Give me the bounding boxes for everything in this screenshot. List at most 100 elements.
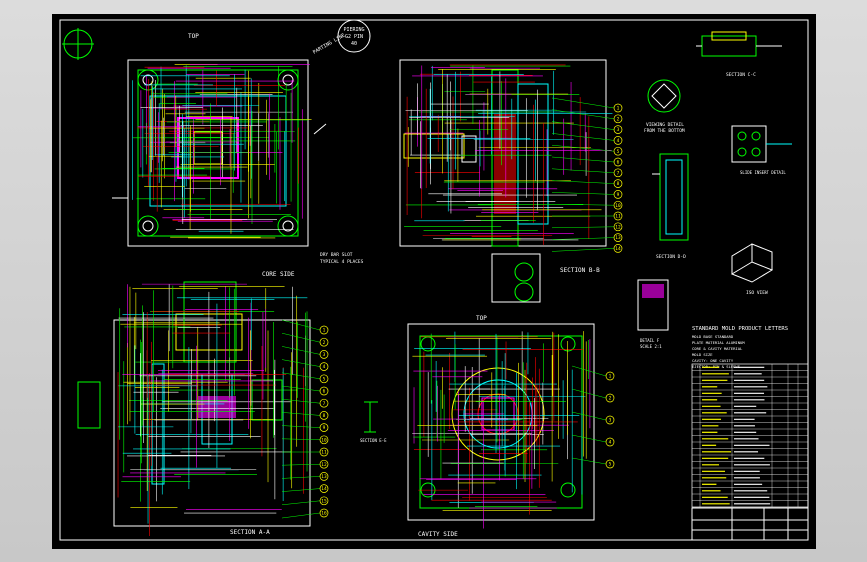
balloon-label: 10 — [321, 437, 327, 443]
balloon — [319, 472, 329, 481]
section-cc-label: SECTION C-C — [726, 72, 756, 78]
balloon-label: 1 — [609, 374, 612, 380]
balloon-label: 1 — [617, 106, 620, 112]
balloon — [319, 350, 329, 359]
bill-of-materials-table — [691, 363, 809, 508]
sheet-border — [59, 19, 809, 541]
balloon — [605, 459, 615, 469]
balloon — [605, 415, 615, 425]
balloon-label: 7 — [617, 170, 620, 176]
viewing-detail — [647, 79, 681, 113]
section-bb-label: SECTION B-B — [560, 267, 600, 274]
balloon-label: 16 — [321, 511, 327, 517]
balloon-label: 5 — [617, 149, 620, 155]
balloon-label: 8 — [617, 181, 620, 187]
parting-line-callout: PARTING LINE — [312, 32, 346, 55]
balloon-label: 1 — [323, 328, 326, 334]
balloon-label: 6 — [617, 160, 620, 166]
balloon-label: 8 — [323, 413, 326, 419]
balloon-label: 5 — [323, 376, 326, 382]
balloon — [613, 179, 623, 188]
balloon — [613, 157, 623, 167]
balloon-label: 9 — [323, 425, 326, 431]
svg-text:G2 PIN: G2 PIN — [345, 34, 363, 40]
detail-f-label-1: DETAIL F — [640, 338, 660, 343]
cavity-side-view — [364, 323, 595, 529]
balloon-label: 4 — [323, 364, 326, 370]
iso-view — [730, 243, 774, 283]
slide-insert-label: SLIDE INSERT DETAIL — [740, 170, 786, 175]
balloon — [319, 423, 329, 432]
balloon — [319, 435, 329, 445]
viewing-detail-label-2: FROM THE BOTTOM — [644, 128, 685, 134]
balloon-label: 13 — [615, 235, 621, 241]
balloon — [613, 103, 623, 113]
balloon-label: 9 — [617, 192, 620, 198]
balloon-label: 3 — [609, 418, 612, 424]
balloon — [605, 393, 615, 403]
balloon-label: 15 — [321, 498, 327, 504]
section-aa-label: SECTION A-A — [230, 529, 270, 536]
balloon-label: 4 — [617, 138, 620, 144]
section-ee-label: SECTION E-E — [360, 438, 387, 443]
cavity-top-label: TOP — [476, 315, 487, 322]
note-line: CORE & CAVITY MATERIAL — [692, 346, 743, 351]
balloon — [319, 362, 329, 371]
title-block — [691, 507, 809, 541]
svg-text:40: 40 — [351, 41, 357, 47]
balloon — [605, 371, 615, 381]
balloon — [319, 337, 329, 347]
balloon-label: 2 — [323, 340, 326, 346]
balloon-label: 6 — [323, 389, 326, 395]
balloon — [613, 114, 623, 124]
balloon-label: 3 — [617, 127, 620, 133]
section-aa-view — [77, 281, 311, 537]
balloon — [613, 136, 623, 145]
balloon-label: 13 — [321, 474, 327, 480]
note-line: CAVITY: ONE CAVITY — [692, 358, 734, 363]
balloon-label: 5 — [609, 462, 612, 468]
drawing-sheet: PIERING G2 PIN 40 PARTING LINE — [59, 19, 809, 541]
iso-view-label: ISO VIEW — [746, 290, 768, 296]
balloon-label: 14 — [615, 246, 621, 252]
balloon-label: 2 — [617, 116, 620, 122]
balloon-label: 11 — [615, 214, 621, 220]
dry-slot-note-1: DRY BAR SLOT — [320, 252, 353, 258]
core-top-label: TOP — [188, 33, 199, 40]
balloon — [319, 447, 329, 457]
section-dd-label: SECTION D-D — [656, 254, 686, 260]
balloon — [319, 398, 329, 408]
balloon — [613, 146, 623, 156]
balloon — [319, 459, 329, 469]
balloon — [319, 386, 329, 396]
balloon-label: 2 — [609, 396, 612, 402]
balloon-label: 11 — [321, 450, 327, 456]
notes-title: STANDARD MOLD PRODUCT LETTERS — [692, 326, 788, 332]
balloon — [613, 190, 623, 199]
balloon — [613, 125, 623, 134]
core-side-label: CORE SIDE — [262, 271, 295, 278]
section-cc-detail — [696, 31, 782, 57]
drawing-viewport[interactable]: PIERING G2 PIN 40 PARTING LINE — [52, 14, 816, 549]
viewing-detail-label-1: VIEWING DETAIL — [646, 122, 684, 128]
svg-text:PIERING: PIERING — [343, 27, 364, 33]
section-dd-detail — [652, 153, 689, 241]
balloon-label: 4 — [609, 440, 612, 446]
balloon — [613, 168, 623, 178]
balloon-label: 7 — [323, 401, 326, 407]
note-line: MOLD SIZE — [692, 352, 713, 357]
balloon — [319, 496, 329, 506]
slide-insert-detail — [731, 125, 792, 163]
balloon — [319, 325, 329, 335]
balloon — [319, 484, 329, 493]
cavity-balloons: 1 2 3 4 5 — [571, 365, 615, 469]
balloon — [613, 233, 623, 242]
balloon — [319, 374, 329, 384]
note-line: EJECTOR: PIN & SLEEVE — [692, 364, 741, 369]
projection-symbol — [62, 28, 94, 60]
balloon — [613, 222, 623, 232]
cavity-side-label: CAVITY SIDE — [418, 531, 458, 538]
